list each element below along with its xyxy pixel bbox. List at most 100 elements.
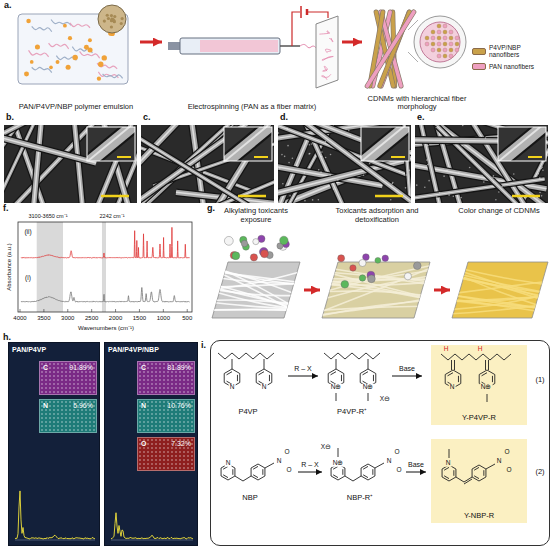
atom-label: N — [261, 384, 268, 391]
panel-letter: g. — [206, 204, 216, 213]
axis-label: 3100-3650 cm⁻¹ — [28, 214, 69, 220]
element-map: O7.32% — [137, 437, 195, 471]
reaction-arrow — [298, 472, 322, 473]
element-value: 5.96% — [73, 402, 93, 410]
axis-label: (i) — [24, 275, 32, 282]
membrane-illustration — [207, 262, 305, 318]
atom-label: O — [503, 449, 510, 456]
step-caption: Color change of CDNMs — [458, 207, 539, 216]
axis-label: 2242 cm⁻¹ — [99, 214, 126, 220]
atom-label: N — [386, 458, 393, 465]
compound-name: Y-P4VP-R — [462, 413, 496, 422]
element-value: O — [141, 440, 146, 448]
sem-image — [278, 125, 411, 203]
ftir-plot — [18, 222, 192, 312]
toxicant-molecule — [232, 252, 240, 260]
toxicant-molecule — [368, 275, 376, 283]
tick-label: 2000 — [108, 315, 123, 321]
scale-bar — [512, 195, 540, 198]
atom-label: N⊕ — [362, 384, 375, 391]
chemical-structure — [218, 353, 384, 481]
panel-letter: d. — [279, 113, 289, 122]
eds-panel: PAN/P4VP/NBPC81.89%N10.76%O7.32% — [104, 342, 198, 546]
toxicant-molecule — [241, 240, 247, 246]
compound-name: NBP-R⁺ — [346, 494, 374, 502]
atom-label: N⊕ — [330, 384, 343, 391]
atom-label: N⊕ — [332, 460, 345, 467]
equation-number: (1) — [534, 376, 545, 384]
legend-entry: P4VP/NBP nanofibers — [472, 44, 550, 58]
panel-letter: i. — [201, 340, 206, 350]
axis-label: Wavenumbers (cm⁻¹) — [77, 325, 135, 331]
reaction-arrow — [392, 376, 422, 377]
toxicant-molecule — [261, 250, 269, 258]
tick-label: 3500 — [36, 315, 51, 321]
toxicant-molecule — [350, 265, 356, 271]
step-caption: CDNMs with hierarchical fiber morphology — [364, 95, 470, 112]
element-value: 91.89% — [69, 364, 93, 372]
step-caption: Alkylating toxicants exposure — [210, 207, 302, 224]
process-arrow — [342, 41, 362, 44]
atom-label: X⊖ — [379, 396, 391, 403]
element-value: 10.76% — [167, 402, 191, 410]
panel-letter: f. — [2, 204, 10, 213]
atom-label: O — [505, 467, 512, 474]
eds-panel: PAN/P4VP C 91.89% N5.96% — [8, 342, 100, 546]
toxicant-molecule — [253, 239, 259, 245]
toxicant-molecule — [413, 262, 421, 270]
sem-image — [415, 125, 548, 203]
legend: P4VP/NBP nanofibersPAN nanofibers — [472, 44, 550, 75]
process-step: PAN/P4VP/NBP polymer emulsion — [12, 2, 140, 112]
sem-inset — [220, 119, 276, 167]
nanofiber-illustration — [367, 12, 466, 86]
toxicant-molecule — [250, 254, 257, 261]
tick-label: 4000 — [12, 315, 27, 321]
axis-label: Absorbance (a.u.) — [6, 242, 12, 292]
element-map: N10.76% — [137, 399, 195, 433]
reaction-scheme-box: i.Y-P4VP-RY-NBP-R — [210, 340, 550, 546]
atom-label: H — [443, 346, 450, 353]
sem-image — [141, 125, 274, 203]
toxicant-molecule — [359, 275, 365, 281]
atom-label: N⊕ — [480, 384, 493, 391]
element-map: N5.96% — [39, 399, 97, 433]
tick-label: 1500 — [132, 315, 147, 321]
atom-label: X⊖ — [320, 444, 332, 451]
scale-bar — [101, 195, 129, 198]
panel-letter: h. — [2, 333, 12, 342]
atom-label: N — [276, 458, 283, 465]
toxicant-molecule — [375, 257, 381, 263]
toxicant-molecule — [224, 236, 233, 245]
sem-inset — [83, 119, 139, 167]
compound-name: NBP — [241, 494, 258, 502]
panel-letter: e. — [416, 113, 426, 122]
sample-title: PAN/P4VP — [12, 346, 46, 353]
compound-name: P4VP-R⁺ — [336, 408, 368, 416]
step-caption: Toxicants adsorption and detoxification — [322, 207, 432, 224]
toxicant-molecule — [338, 255, 345, 262]
membrane-illustration — [317, 262, 435, 318]
legend-entry: PAN nanofibers — [472, 63, 550, 70]
element-value: C — [141, 364, 146, 372]
reagent-label: R – X — [293, 365, 313, 372]
process-step: Electrospinning (PAN as a fiber matrix) — [162, 2, 342, 112]
legend-swatch — [472, 48, 486, 55]
tick-label: 1000 — [156, 315, 171, 321]
process-arrow — [140, 41, 162, 44]
element-map: C 91.89% — [39, 361, 97, 395]
process-step: Toxicants adsorption and detoxification — [320, 207, 434, 325]
equation-number: (2) — [534, 468, 545, 476]
atom-label: O — [395, 467, 402, 474]
atom-label: N — [496, 458, 503, 465]
toxicant-molecule — [359, 259, 366, 266]
panel-letter: a. — [3, 1, 13, 10]
process-step: Color change of CDNMs — [450, 207, 548, 325]
scale-bar — [375, 195, 403, 198]
reaction-arrow — [288, 376, 318, 377]
process-arrow — [434, 289, 450, 292]
legend-text: PAN nanofibers — [489, 63, 534, 70]
element-value: C — [43, 364, 48, 372]
step-caption: PAN/P4VP/NBP polymer emulsion — [19, 103, 133, 112]
toxicant-molecule — [280, 236, 288, 244]
legend-text: P4VP/NBP nanofibers — [489, 44, 550, 58]
